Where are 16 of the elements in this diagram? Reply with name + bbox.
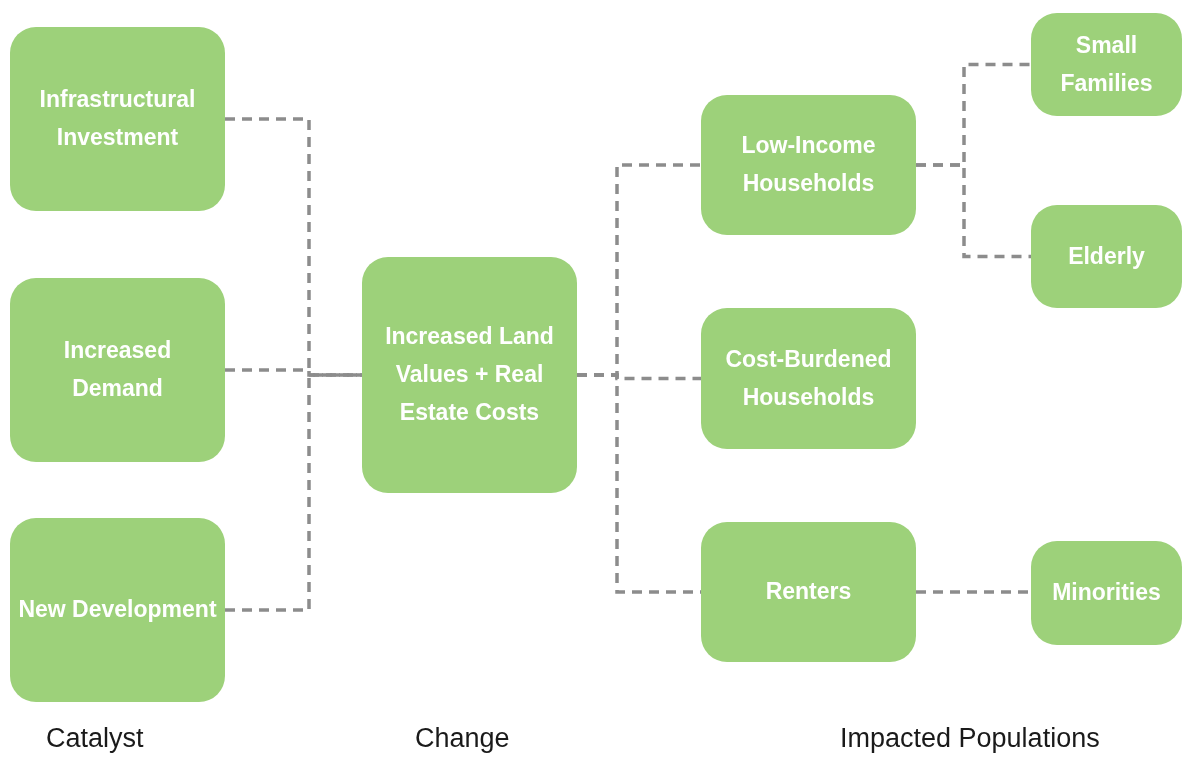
rounded-box: New Development <box>10 518 225 702</box>
rounded-box: Increased Land Values + Real Estate Costs <box>362 257 577 493</box>
rounded-box: Small Families <box>1031 13 1182 116</box>
rounded-box: Low-Income Households <box>701 95 916 235</box>
column-label: Catalyst <box>46 722 144 755</box>
column-label: Impacted Populations <box>840 722 1100 755</box>
dashed-connector <box>916 163 1031 259</box>
rounded-box: Cost-Burdened Households <box>701 308 916 449</box>
rounded-box: Infrastructural Investment <box>10 27 225 211</box>
rounded-box: Minorities <box>1031 541 1182 645</box>
dashed-connector <box>225 368 362 377</box>
rounded-box: Elderly <box>1031 205 1182 308</box>
column-label: Change <box>415 722 510 755</box>
rounded-box: Renters <box>701 522 916 662</box>
rounded-box: Increased Demand <box>10 278 225 462</box>
dashed-connector <box>916 590 1031 594</box>
